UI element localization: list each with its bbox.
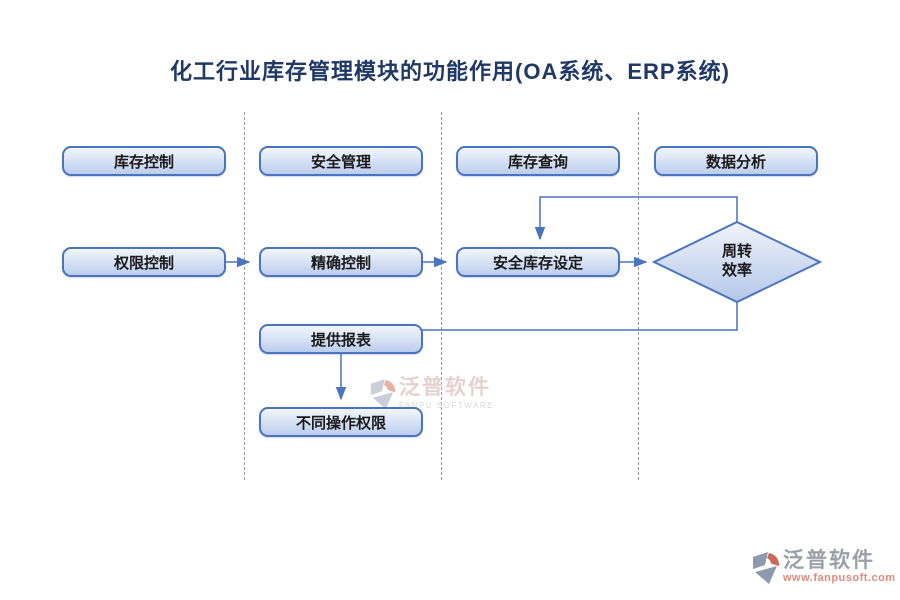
diagram-title: 化工行业库存管理模块的功能作用(OA系统、ERP系统) [170,59,730,84]
turnover-line2: 效率 [721,262,752,279]
node-safety-management: 安全管理 [259,146,423,176]
feedback-turnover-to-safetystock [534,196,738,241]
node-precise-control: 精确控制 [259,247,423,277]
decision-diamond-turnover-efficiency [651,220,823,304]
column-divider-3 [638,112,639,480]
turnover-line1: 周转 [721,243,752,260]
watermark-center: 泛普软件 FANPU SOFTWARE [368,376,494,414]
node-inventory-query: 库存查询 [456,146,620,176]
column-divider-2 [441,112,442,480]
watermark-brand-text: 泛普软件 [783,549,875,572]
line-turnover-to-reports [422,302,738,331]
node-permission-control: 权限控制 [62,247,226,277]
column-divider-1 [244,112,245,480]
turnover-efficiency-label: 周转 效率 [687,242,787,280]
node-safety-stock-setting: 安全库存设定 [456,247,620,277]
watermark-corner: 泛普软件 www.fanpusoft.com [750,549,896,589]
watermark-brand-text: 泛普软件 [399,376,491,399]
node-provide-reports: 提供报表 [259,324,423,354]
node-different-operation-permissions: 不同操作权限 [259,407,423,437]
watermark-subtitle-text: FANPU SOFTWARE [399,401,494,410]
fanpu-logo-icon [370,379,396,409]
watermark-url-text: www.fanpusoft.com [783,572,896,584]
fanpu-logo-icon [753,552,780,584]
node-inventory-control: 库存控制 [62,146,226,176]
node-data-analysis: 数据分析 [654,146,818,176]
